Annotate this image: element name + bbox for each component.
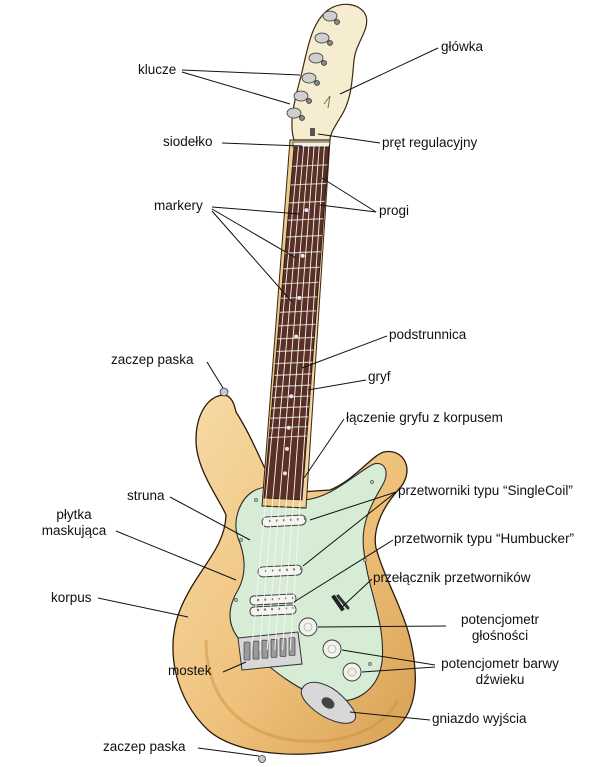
fret [286,234,323,238]
fret-marker [297,295,302,300]
fret [283,266,320,270]
label-glowka: główka [441,39,484,54]
string [266,145,310,651]
body-bevel [204,639,400,743]
label-podstrunnica: podstrunnica [389,327,467,342]
fret [282,281,319,285]
pickup-switch-slot [331,594,345,612]
string [282,145,320,651]
pole-piece [285,568,289,571]
string [289,145,325,651]
tone-knobs [322,639,362,682]
label-gryf: gryf [368,369,391,384]
pole-piece [299,567,303,571]
pole-piece [270,608,274,611]
truss-rod-nut [310,128,315,136]
label-progi: progi [379,203,410,218]
saddle [243,641,251,661]
fret [290,182,327,186]
string [259,145,305,651]
fret [289,200,325,204]
label-pottone-line1: potencjometr barwy [441,656,559,671]
strings [251,145,325,651]
pole-piece [256,598,260,602]
label-potvol: potencjometr głośności [440,612,560,644]
pole-piece [256,608,260,612]
fret [278,323,316,327]
label-siodelko: siodełko [163,134,213,149]
fret [284,251,321,254]
label-humbucker: przetwornik typu “Humbucker” [394,531,575,546]
fret [274,373,312,376]
label-pottone: potencjometr barwy dźwieku [430,656,570,688]
fret-marker [284,446,289,451]
fret [271,406,309,409]
tuning-keys [286,10,340,121]
label-zaczep-top: zaczep paska [111,352,194,367]
saddle [270,638,278,658]
fret-marker [282,471,287,476]
label-mostek: mostek [168,663,212,678]
label-gniazdo: gniazdo wyjścia [432,711,527,726]
pickguard-screws [234,480,374,696]
label-markery: markery [154,198,203,213]
label-potvol-line2: głośności [471,628,529,643]
saddle [288,637,296,656]
pole-piece [303,517,307,521]
headstock-decal [323,95,331,109]
saddle [261,639,269,659]
label-pret: pręt regulacyjny [382,135,478,150]
label-pottone-line2: dźwieku [475,672,525,687]
fretboard [263,146,330,501]
fret-marker [289,394,294,399]
strap-button-bottom [258,755,266,763]
fret-marker [300,253,305,258]
fret [287,218,324,221]
pole-piece [292,568,296,571]
fret [292,164,328,167]
label-zaczep-bottom: zaczep paska [103,739,186,754]
label-plytka-line1: płytka [56,507,92,522]
output-jack [300,681,357,724]
label-przelacznik: przełącznik przetworników [373,570,531,585]
leader-lines [97,47,447,757]
fret [279,310,317,313]
frets [269,164,328,439]
fret-marker [286,425,291,430]
label-korpus: korpus [51,590,92,605]
fret [275,361,313,365]
label-klucze: klucze [138,62,177,77]
fret [270,416,309,419]
fret [276,349,314,353]
label-laczenie: łączenie gryfu z korpusem [346,410,503,425]
label-potvol-line1: potencjometr [460,612,540,627]
fret-markers [282,208,309,476]
fret-marker [294,334,299,339]
label-plytka: płytka maskująca [26,507,122,539]
neck-joint [261,505,307,509]
label-struna: struna [127,488,165,503]
fret-marker [304,208,309,213]
fret [273,384,311,388]
label-plytka-line2: maskująca [41,523,107,538]
label-singlecoil: przetworniki typu “SingleCoil” [398,483,573,498]
volume-knob [298,617,318,637]
pole-piece [263,608,267,611]
string [251,145,300,651]
bridge [237,631,303,671]
strap-button-top [219,387,229,397]
pickup-switch [336,594,350,610]
fret [269,435,307,439]
string [274,145,315,651]
saddle [252,640,260,660]
headstock [291,3,368,141]
